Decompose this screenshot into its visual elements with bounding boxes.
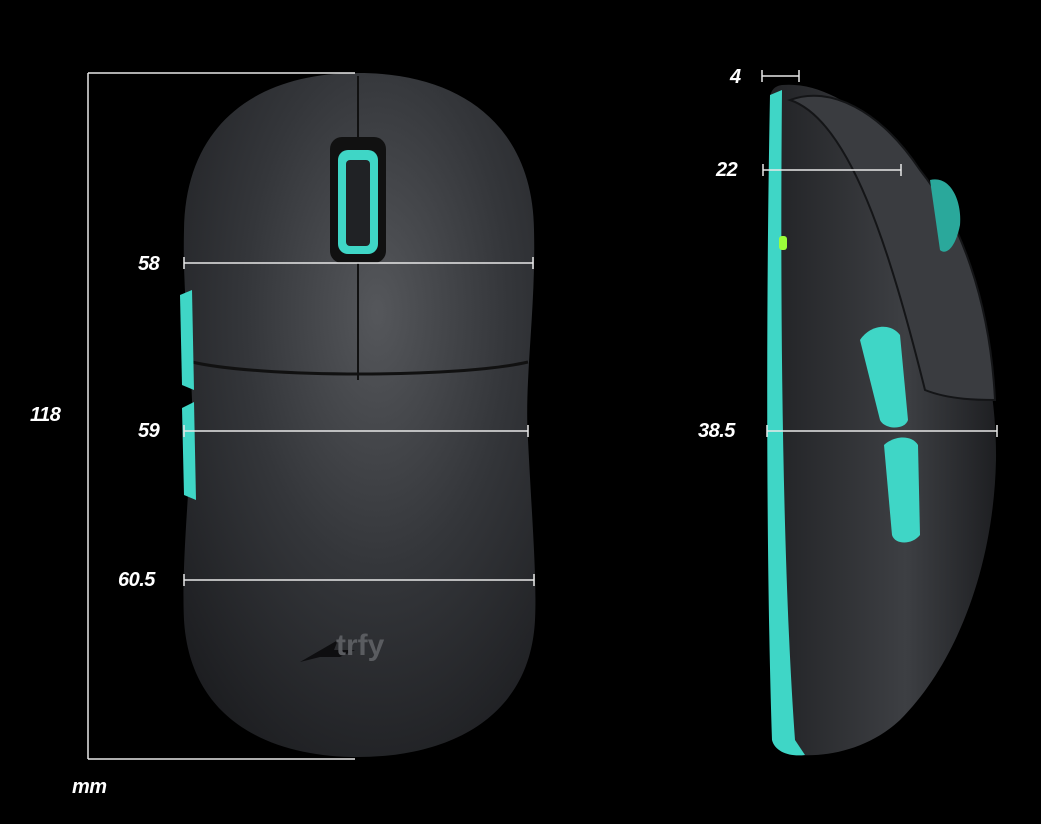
dim-label-height: 38.5 <box>698 420 735 442</box>
svg-text:trfy: trfy <box>336 629 385 662</box>
top-view-mouse: trfy <box>180 73 536 757</box>
side-button-back[interactable] <box>884 437 920 543</box>
side-button-front[interactable] <box>180 290 194 390</box>
dim-label-rear-width: 60.5 <box>118 569 155 591</box>
dim-label-front-width: 58 <box>138 253 160 275</box>
xtrfy-logo: trfy <box>300 629 385 662</box>
side-accent-strip <box>767 90 805 756</box>
dim-label-top: 4 <box>730 66 741 88</box>
units-label: mm <box>72 776 107 798</box>
side-button-front[interactable] <box>860 326 908 428</box>
main-button-side <box>787 94 997 402</box>
button-edge <box>191 360 529 376</box>
dim-label-upper: 22 <box>716 159 738 181</box>
led-indicator <box>779 236 787 250</box>
side-button-back[interactable] <box>182 402 196 500</box>
scroll-wheel-side <box>930 179 961 252</box>
dim-label-middle-width: 59 <box>138 420 160 442</box>
side-view-mouse <box>767 84 997 756</box>
mouse-body-top <box>183 73 536 757</box>
dim-label-length: 118 <box>30 404 61 426</box>
dimension-lines <box>87 70 998 760</box>
